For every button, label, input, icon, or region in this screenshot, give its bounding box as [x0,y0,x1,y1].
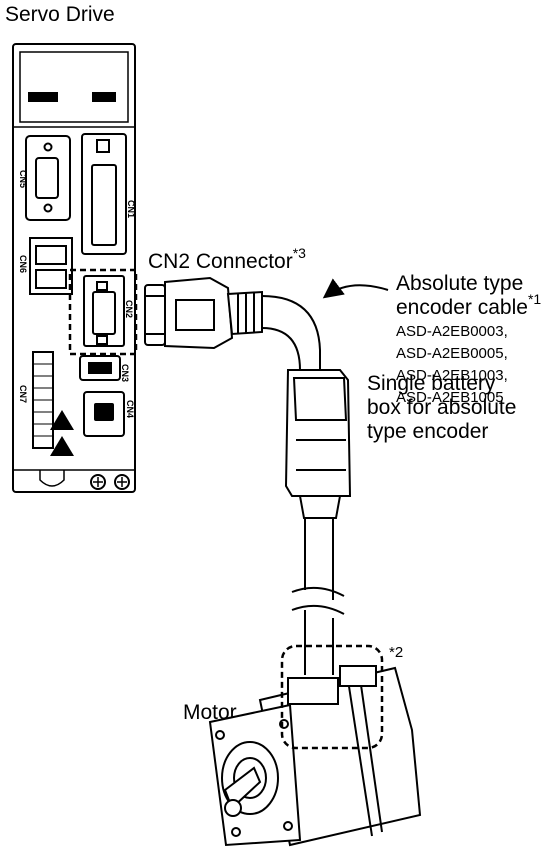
cn3-label: CN3 [120,364,130,382]
cn1-label: CN1 [126,200,136,218]
encoder-cable [262,296,320,372]
cn2-label: CN2 [124,300,134,318]
cable-pointer-arrow [326,285,388,296]
motor-cable [292,518,344,675]
cn5-label: CN5 [18,170,28,188]
cn2-connector [145,278,262,348]
battery-box [286,370,350,518]
servo-drive [13,44,135,492]
cn4-label: CN4 [125,400,135,418]
cn7-label: CN7 [18,385,28,403]
motor [210,666,420,845]
cn6-label: CN6 [18,255,28,273]
